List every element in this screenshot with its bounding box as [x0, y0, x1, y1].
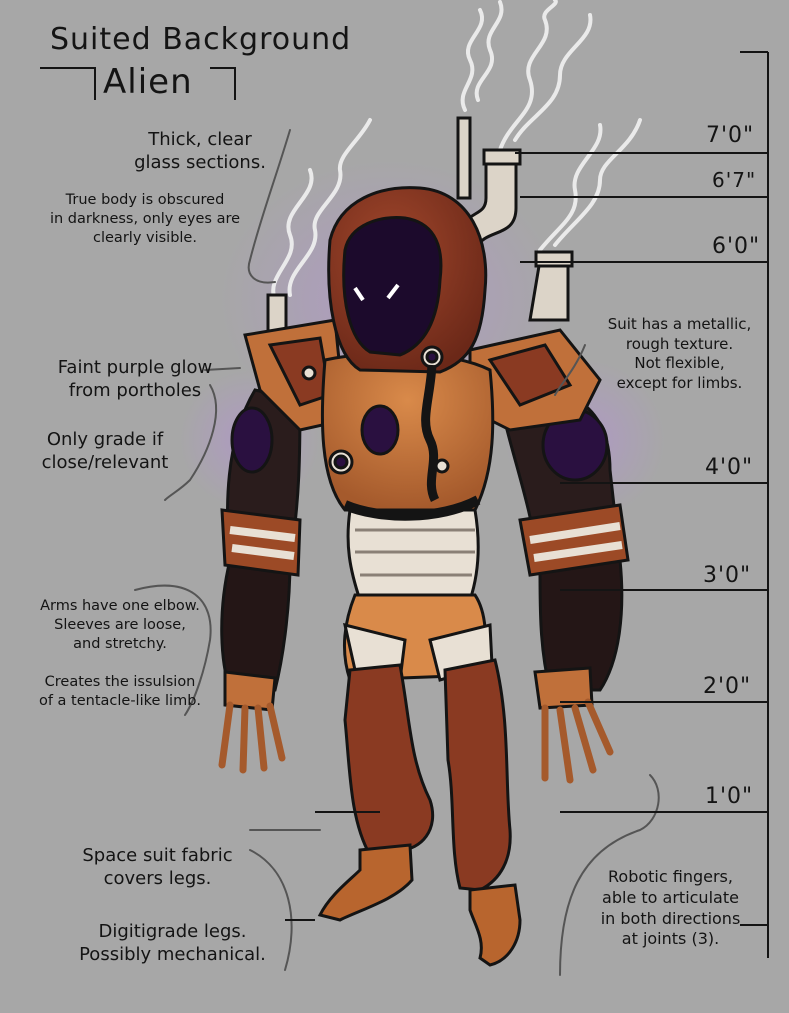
note-grade: Only grade if close/relevant: [41, 429, 169, 474]
height-label-6-0: 6'0": [712, 234, 761, 259]
height-label-4-0: 4'0": [705, 455, 754, 480]
smoke-wisps: [271, 0, 642, 302]
height-label-6-7: 6'7": [712, 168, 757, 192]
pipes: [266, 116, 574, 362]
note-glow: Faint purple glow from portholes: [57, 357, 213, 402]
height-label-7-0: 7'0": [706, 123, 755, 148]
page-title: Suited Background: [50, 22, 352, 57]
note-body: True body is obscured in darkness, only …: [49, 192, 241, 246]
note-fingers: Robotic fingers, able to articulate in b…: [600, 867, 741, 949]
note-suit: Suit has a metallic, rough texture. Not …: [607, 315, 752, 392]
note-legs: Digitigrade legs. Possibly mechanical.: [79, 921, 266, 966]
annotation-curves: [134, 129, 660, 976]
legs: [317, 658, 522, 967]
note-arms: Arms have one elbow. Sleeves are loose, …: [40, 598, 200, 652]
height-label-1-0: 1'0": [705, 784, 754, 809]
note-glass: Thick, clear glass sections.: [134, 129, 266, 174]
page-subtitle: Alien: [103, 62, 193, 102]
height-scale: [285, 51, 769, 958]
note-illusion: Creates the issulsion of a tentacle-like…: [38, 674, 202, 709]
height-label-3-0: 3'0": [703, 563, 752, 588]
helmet: [327, 186, 488, 503]
porthole-chest: [360, 404, 400, 456]
shoulders: [243, 318, 602, 432]
right-arm: [498, 386, 630, 784]
torso: [301, 351, 495, 602]
note-fabric: Space suit fabric covers legs.: [82, 845, 233, 890]
title-underline: [40, 67, 236, 100]
height-label-2-0: 2'0": [703, 674, 752, 699]
porthole-left: [230, 406, 274, 474]
